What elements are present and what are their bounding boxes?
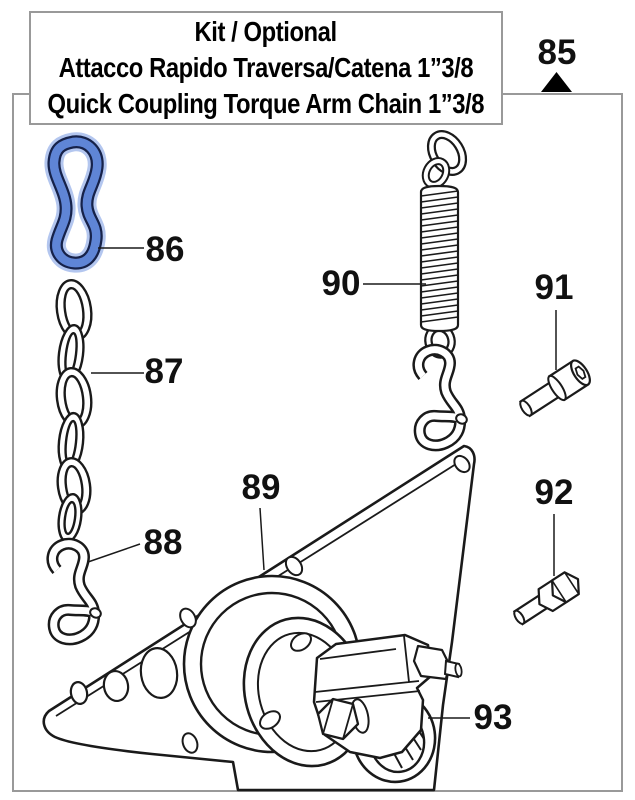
flange-bolt-hole [259,710,281,730]
spring-s-hook [412,343,468,452]
plate-hole [139,647,179,699]
kit-marker-triangle [541,72,572,92]
bolt-head-facets [551,571,580,603]
clamp-nut-tip-end [454,662,463,678]
plate-hole [284,555,304,577]
callout-92: 92 [535,473,574,512]
kit-title-line-3: Quick Coupling Torque Arm Chain 1”3/8 [47,88,485,119]
bolt-shaft-end [513,609,526,625]
clamp-nut-boss [412,644,451,681]
callout-90: 90 [322,264,361,303]
flange-bolt-hole [290,632,312,652]
plate-hole [102,669,130,703]
kit-title-line-1: Kit / Optional [194,16,338,47]
clamp-bolt-head-facets [322,698,354,740]
s-hook-tube-end [89,607,102,619]
spring-second-loop-inner [423,159,449,187]
ring-body [49,137,102,268]
spring-coil-turns [420,190,459,323]
screw-head-back [547,374,567,402]
part-91-socket-screw [518,359,591,418]
callout-93: 93 [474,698,513,737]
plate-hole [181,732,199,754]
kit-title-box: Kit / Optional Attacco Rapido Traversa/C… [29,11,503,125]
leader-lines [87,247,557,719]
callout-87: 87 [145,352,184,391]
part-88-s-hook [46,537,102,646]
spring-hook-tube-end [455,413,468,425]
callout-85: 85 [538,33,577,72]
part-92-hex-bolt [512,571,580,626]
callout-88: 88 [144,523,183,562]
callout-86: 86 [146,230,185,269]
kit-title-line-2: Attacco Rapido Traversa/Catena 1”3/8 [58,52,474,83]
chain-link [57,411,85,473]
chain-link [57,492,83,544]
callout-91: 91 [535,268,574,307]
chain-link [55,366,93,430]
hex-socket [574,365,587,381]
plate-hole [69,681,89,705]
screw-shaft-end [519,399,533,417]
clamp-body-facets [314,635,421,703]
part-93-coupling [312,633,463,784]
part-87-chain [55,278,93,544]
callout-89: 89 [242,468,281,507]
plate-hole [453,454,471,474]
part-90-spring [412,130,468,452]
part-86-highlight-ring [44,132,107,273]
plate-hole [179,607,197,629]
callouts: 85 86 87 88 89 90 91 92 93 [87,33,577,737]
